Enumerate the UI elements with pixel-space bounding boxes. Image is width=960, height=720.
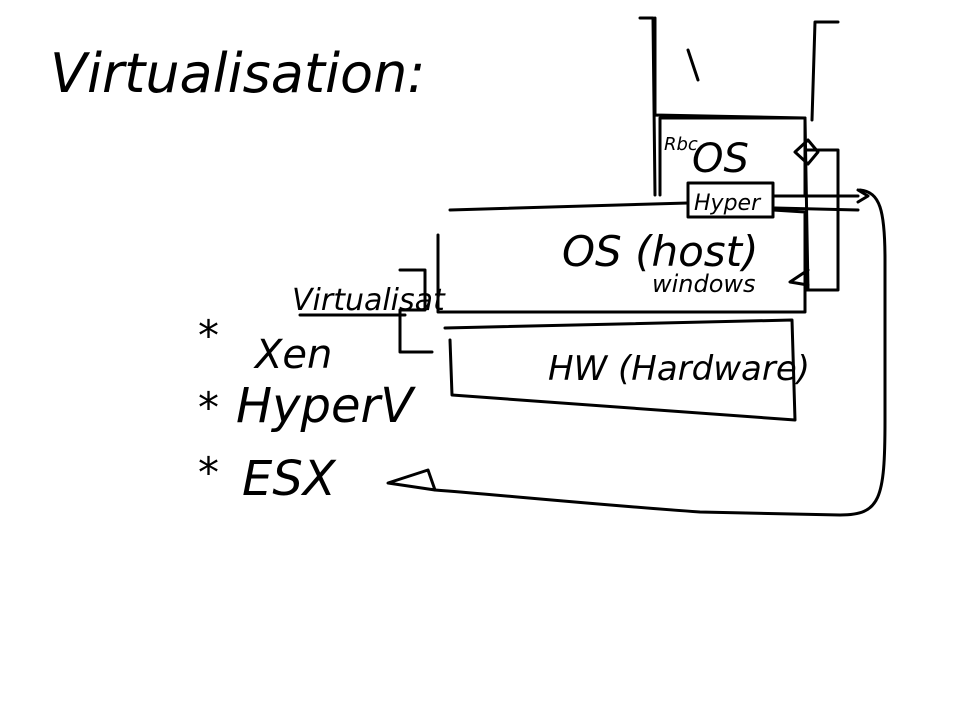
virtualisation-tag: Virtualisat xyxy=(292,283,446,318)
hypervisor-box xyxy=(686,181,775,219)
page-title: Virtualisation: xyxy=(50,42,426,105)
hypervisor-label: Hyper xyxy=(694,191,762,216)
host-os-label: OS (host) xyxy=(562,227,759,276)
guest-os-box xyxy=(658,116,840,292)
host-os-box xyxy=(436,201,807,314)
guest-os-label: OS xyxy=(692,136,749,182)
hardware-box xyxy=(443,318,797,422)
guest-vm-inner-mark xyxy=(686,48,700,82)
loop-arrow-head xyxy=(386,468,437,492)
list-item: ESX xyxy=(242,451,337,507)
list-bullet: * xyxy=(198,383,219,432)
list-item: Xen xyxy=(253,332,332,378)
host-os-sub: windows xyxy=(652,270,756,298)
hardware-label: HW (Hardware) xyxy=(548,349,810,389)
hypervisor-arrow-lines xyxy=(771,188,870,212)
list-item: HyperV xyxy=(236,378,416,434)
loop-arrow-path xyxy=(433,188,887,517)
hypervisor-list: * Xen * HyperV * ESX xyxy=(198,311,416,507)
list-bullet: * xyxy=(198,448,219,497)
host-os-arrow xyxy=(788,268,810,287)
list-bullet: * xyxy=(198,311,219,360)
virtualisation-bracket xyxy=(398,268,434,354)
guest-os-prefix: Rbc xyxy=(664,134,698,155)
guest-os-connector xyxy=(793,138,820,166)
